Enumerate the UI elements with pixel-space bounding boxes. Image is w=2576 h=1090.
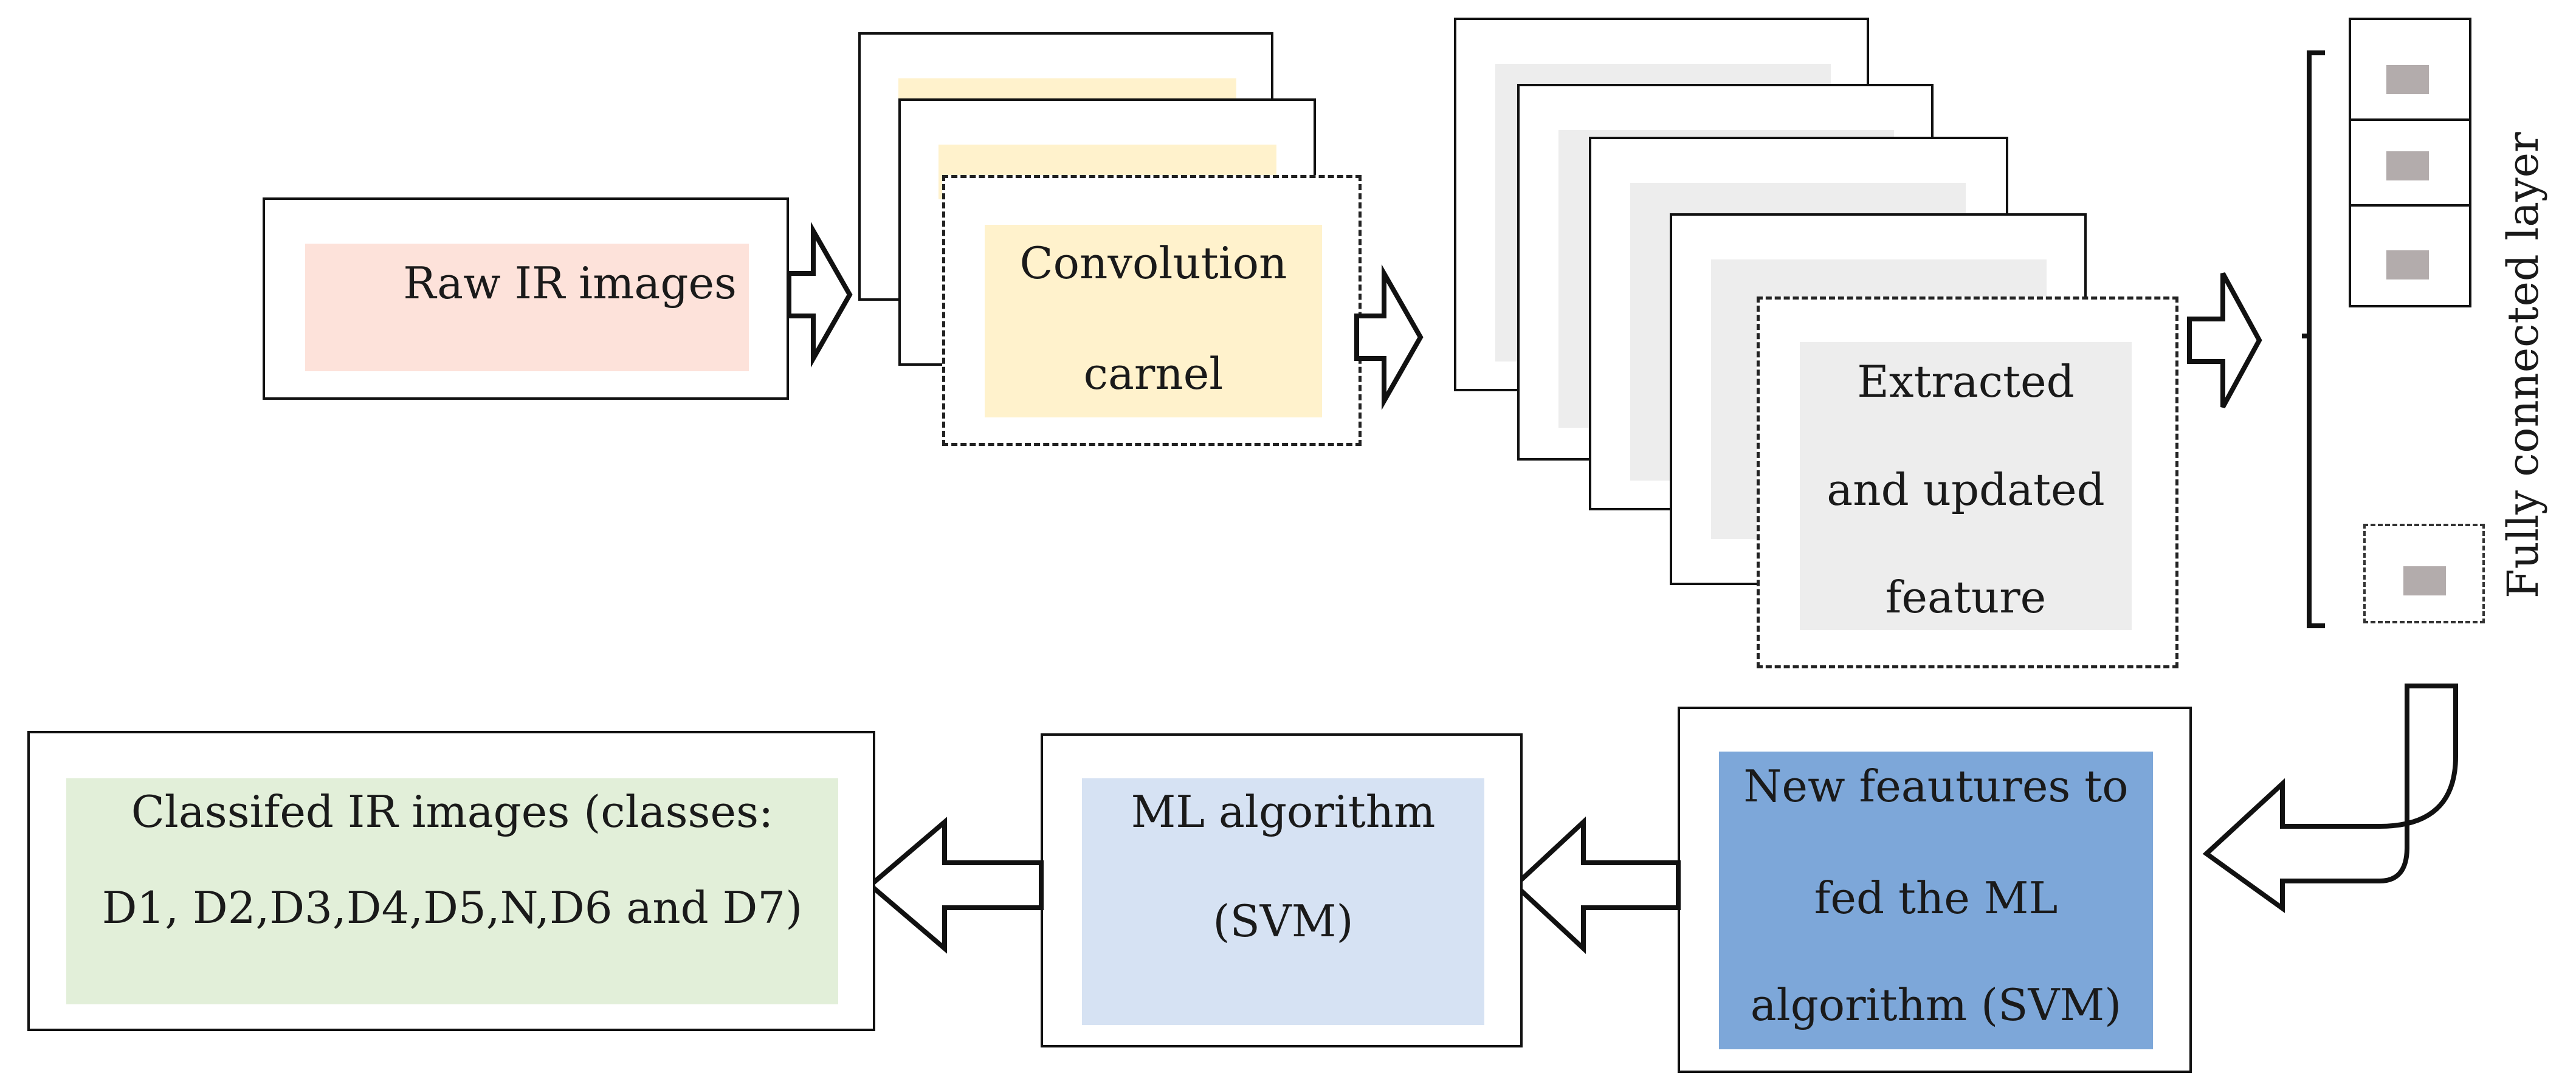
arrow-raw-to-conv	[787, 221, 853, 368]
new-features-label-line3: algorithm (SVM)	[1750, 979, 2122, 1030]
ml-algorithm-label-line2: (SVM)	[1213, 896, 1354, 947]
fully-connected-layer-label: Fully connected layer	[2498, 132, 2548, 598]
new-features-node: New feautures to fed the ML algorithm (S…	[1678, 707, 2192, 1073]
raw-ir-images-label: Raw IR images	[403, 258, 737, 309]
arrow-fc-to-new-features	[2202, 684, 2458, 913]
fc-neuron-n	[2363, 524, 2485, 623]
arrow-feature-to-fc	[2187, 272, 2262, 408]
conv-kernel-fill	[985, 225, 1322, 417]
ml-algorithm-node: ML algorithm (SVM)	[1041, 733, 1523, 1047]
fc-bracket	[2302, 50, 2325, 628]
ml-algorithm-label-line1: ML algorithm	[1131, 786, 1436, 837]
arrow-conv-to-feature	[1354, 264, 1424, 411]
arrow-ml-to-classified	[866, 817, 1044, 954]
fc-neuron-1-cell	[2386, 65, 2429, 94]
new-features-label-line2: fed the ML	[1814, 872, 2058, 924]
ml-algorithm-fill	[1082, 778, 1484, 1025]
fc-neuron-3-cell	[2386, 250, 2429, 279]
classified-ir-images-fill	[66, 778, 838, 1004]
classified-ir-images-node: Classifed IR images (classes: D1, D2,D3,…	[27, 731, 875, 1031]
raw-ir-images-fill	[305, 244, 749, 371]
classified-ir-images-label-line2: D1, D2,D3,D4,D5,N,D6 and D7)	[102, 882, 803, 933]
conv-kernel-node: Convolution carnel	[942, 175, 1362, 446]
new-features-label-line1: New feautures to	[1743, 761, 2129, 812]
fc-neuron-3	[2349, 204, 2471, 307]
extracted-feature-node: Extracted and updated feature	[1757, 296, 2178, 668]
extracted-feature-label-line1: Extracted	[1857, 356, 2075, 407]
extracted-feature-fill	[1800, 342, 2132, 630]
extracted-feature-label-line3: feature	[1885, 572, 2047, 623]
new-features-fill	[1719, 752, 2153, 1049]
classified-ir-images-label-line1: Classifed IR images (classes:	[131, 786, 774, 837]
fc-neuron-2-cell	[2386, 151, 2429, 180]
arrow-new-features-to-ml	[1512, 816, 1681, 955]
extracted-feature-label-line2: and updated	[1827, 464, 2105, 515]
fc-neuron-1	[2349, 18, 2471, 121]
conv-kernel-label-line1: Convolution	[1019, 238, 1287, 289]
conv-kernel-label-line2: carnel	[1083, 348, 1224, 399]
fc-neuron-n-cell	[2403, 566, 2446, 595]
raw-ir-images-node: Raw IR images	[263, 197, 789, 400]
